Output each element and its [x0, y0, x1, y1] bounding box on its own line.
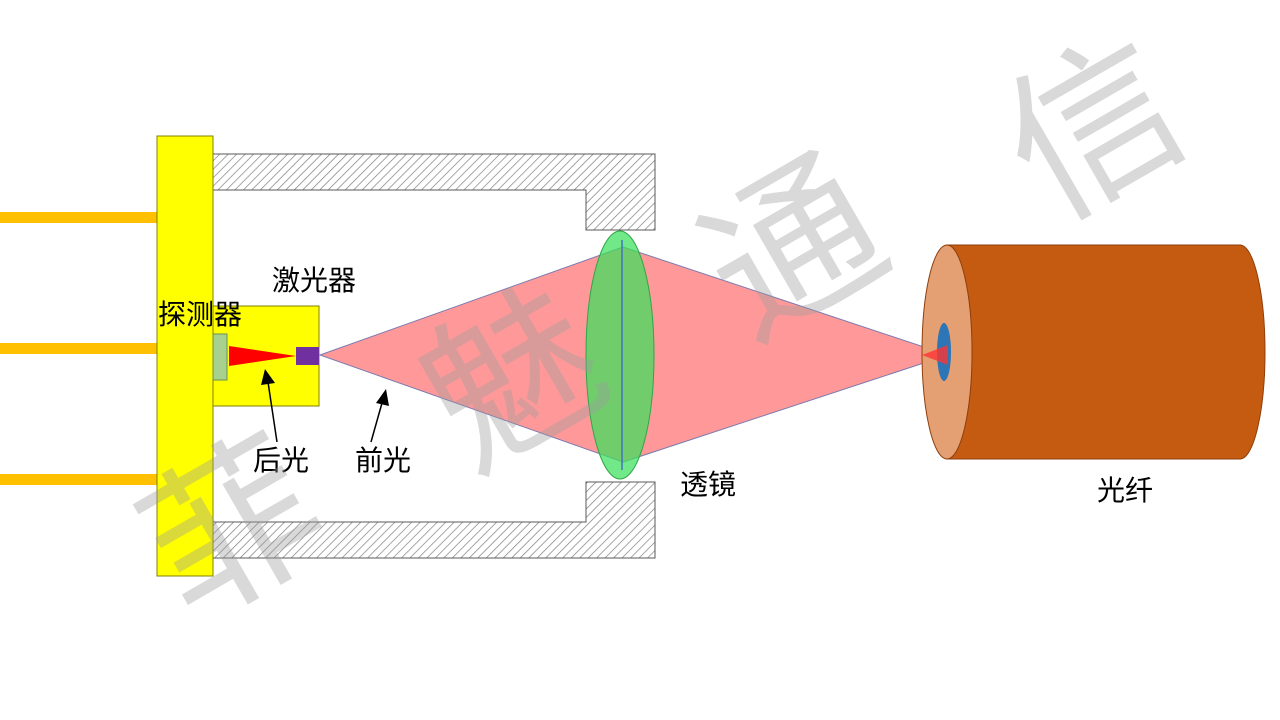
- label-detector: 探测器: [158, 298, 242, 331]
- lens: [585, 230, 655, 480]
- header-plate: [156, 135, 214, 577]
- pin-middle: [0, 343, 160, 354]
- housing-top: [212, 153, 656, 231]
- back-light-beam: [229, 346, 296, 366]
- laser-chip: [296, 347, 319, 365]
- detector-chip: [212, 333, 228, 381]
- arrow-up-icon: [370, 389, 389, 443]
- watermark-char: 信: [971, 2, 1217, 258]
- arrow-up-icon: [261, 369, 278, 443]
- label-lens: 透镜: [680, 468, 736, 501]
- label-fiber: 光纤: [1097, 474, 1153, 507]
- label-back-light: 后光: [253, 444, 309, 477]
- label-front-light: 前光: [355, 444, 411, 477]
- pin-bottom: [0, 474, 160, 485]
- fiber-body: [946, 244, 1266, 460]
- focus-spot: [922, 345, 948, 365]
- pin-top: [0, 212, 160, 223]
- watermark-char: 菲: [111, 402, 357, 658]
- label-laser: 激光器: [272, 264, 356, 297]
